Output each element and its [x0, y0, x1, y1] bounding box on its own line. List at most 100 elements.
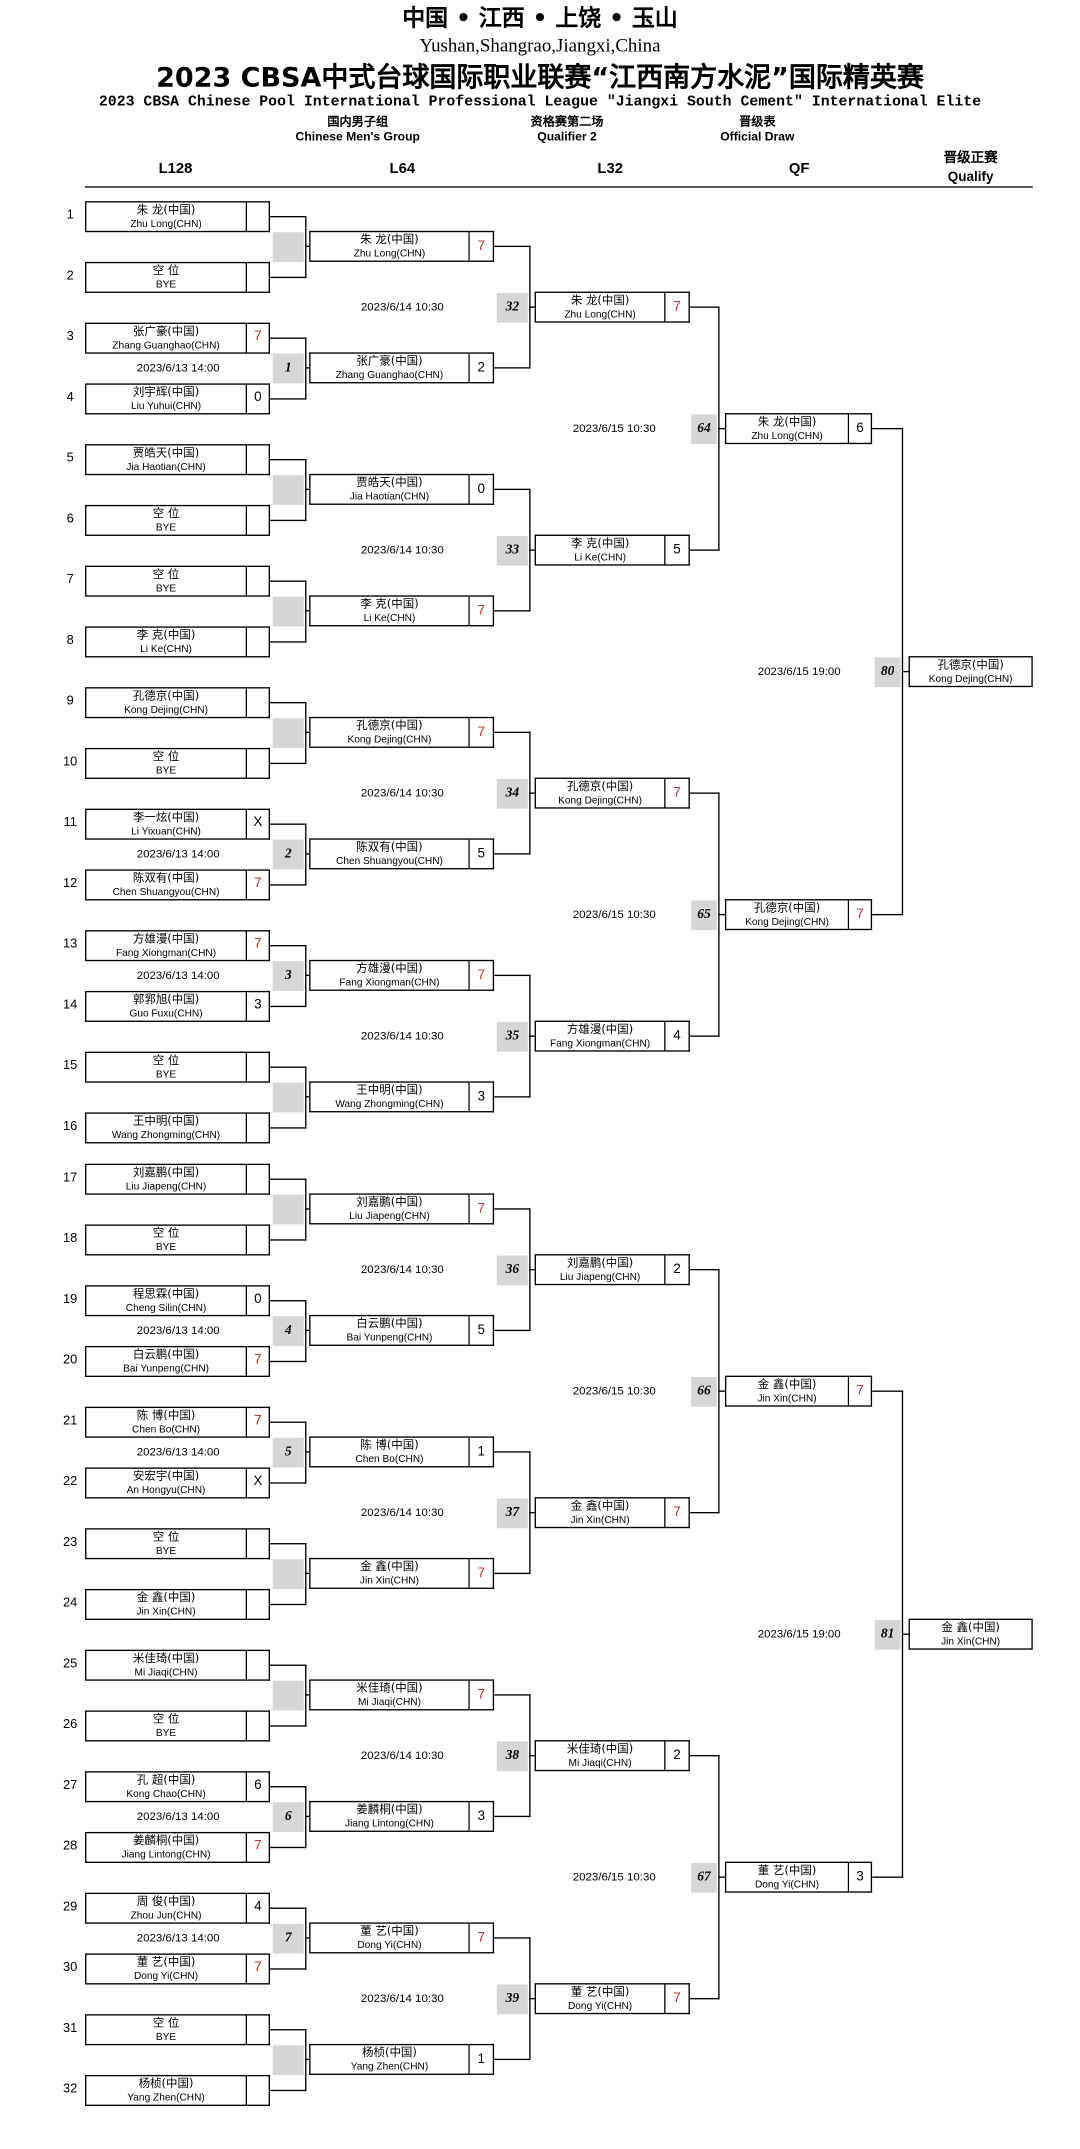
- player-name-en: Jin Xin(CHN): [757, 1391, 817, 1404]
- player-slot: 董 艺(中国)Dong Yi(CHN): [534, 1983, 666, 2015]
- bracket-line: [270, 822, 307, 825]
- player-name-en: Zhu Long(CHN): [751, 429, 823, 442]
- column-header-qualify-en: Qualify: [947, 170, 994, 185]
- column-header-l64: L64: [389, 160, 416, 177]
- player-name-cn: 李 克(中国): [360, 598, 419, 612]
- player-slot: 米佳琦(中国)Mi Jiaqi(CHN): [534, 1740, 666, 1772]
- bracket-line: [494, 1096, 531, 1098]
- draw-label-en: Official Draw: [720, 129, 795, 144]
- player-name-cn: 朱 龙(中国): [570, 294, 630, 308]
- match-number-box: 1: [272, 353, 304, 383]
- player-name-cn: 白云鹏(中国): [356, 1317, 423, 1332]
- draw-position-number: 6: [66, 511, 74, 527]
- draw-position-number: 21: [63, 1413, 78, 1429]
- bracket-line: [494, 1572, 531, 1575]
- player-name-cn: 贾皓天(中国): [132, 446, 200, 460]
- player-slot: 刘嘉鹏(中国)Liu Jiapeng(CHN): [85, 1163, 248, 1195]
- bracket-line: [494, 2058, 531, 2061]
- score-box: X: [247, 1466, 270, 1498]
- draw-position-number: 31: [63, 2020, 78, 2036]
- score-box: [247, 504, 270, 536]
- draw-position-number: 20: [63, 1352, 78, 1368]
- player-name-en: Zhu Long(CHN): [130, 216, 202, 229]
- player-name-en: Mi Jiaqi(CHN): [134, 1665, 198, 1678]
- bracket-line: [529, 1512, 536, 1514]
- player-slot: 王中明(中国)Wang Zhongming(CHN): [85, 1111, 248, 1143]
- match-number-box: [272, 2044, 304, 2075]
- player-name-cn: 陈双有(中国): [132, 871, 200, 885]
- player-name-en: Bai Yunpeng(CHN): [123, 1361, 210, 1374]
- player-slot: 李 克(中国)Li Ke(CHN): [309, 595, 470, 627]
- score-box: 0: [469, 473, 495, 505]
- match-date: 2023/6/15 10:30: [572, 907, 656, 921]
- player-name-cn: 朱 龙(中国): [360, 233, 419, 248]
- score-box: [247, 1709, 270, 1741]
- bracket-line: [270, 1177, 307, 1180]
- bracket-line: [689, 1035, 720, 1037]
- bracket-line: [305, 367, 311, 369]
- player-name-en: Jin Xin(CHN): [570, 1513, 630, 1526]
- bracket-line: [270, 336, 307, 339]
- column-header-qf: QF: [788, 160, 810, 177]
- match-date: 2023/6/14 10:30: [360, 1505, 444, 1519]
- match-date: 2023/6/13 14:00: [136, 360, 220, 374]
- player-name-cn: 陈 博(中国): [136, 1408, 196, 1423]
- bracket-line: [494, 367, 531, 369]
- score-box: [247, 564, 270, 597]
- player-name-cn: 王中明(中国): [356, 1084, 423, 1098]
- match-number-box: 32: [496, 292, 528, 322]
- draw-position-number: 12: [63, 876, 78, 891]
- player-name-cn: 董 艺(中国): [136, 1955, 196, 1969]
- player-name-cn: 米佳琦(中国): [566, 1742, 634, 1757]
- score-box: [247, 1050, 270, 1083]
- score-box: 7: [469, 1679, 495, 1711]
- player-name-cn: 朱 龙(中国): [757, 415, 817, 430]
- bracket-line: [270, 944, 307, 946]
- match-number-box: 38: [496, 1740, 528, 1771]
- bracket-line: [689, 1269, 720, 1271]
- player-name-cn: 米佳琦(中国): [132, 1651, 200, 1666]
- bracket-line: [529, 1269, 536, 1271]
- player-name-cn: 刘宇辉(中国): [132, 385, 200, 399]
- location-cn: 中国 • 江西 • 上饶 • 玉山: [402, 5, 678, 33]
- player-slot: 姜麟桐(中国)Jiang Lintong(CHN): [309, 1800, 470, 1832]
- player-name-cn: 董 艺(中国): [570, 1985, 630, 2000]
- bracket-line: [494, 1329, 531, 1332]
- score-box: [247, 1223, 270, 1255]
- player-name-en: Li Yixuan(CHN): [131, 824, 201, 837]
- draw-position-number: 22: [63, 1474, 78, 1490]
- draw-position-number: 17: [63, 1170, 78, 1186]
- player-name-cn: 空 位: [152, 749, 180, 764]
- bracket-line: [494, 488, 531, 491]
- player-name-cn: 金 鑫(中国): [757, 1378, 817, 1392]
- match-number-box: [272, 1082, 304, 1112]
- bracket-line: [494, 1208, 531, 1210]
- score-box: 2: [469, 352, 495, 384]
- player-name-en: Jia Haotian(CHN): [349, 490, 430, 503]
- score-box: 5: [469, 1314, 495, 1346]
- player-name-en: Fang Xiongman(CHN): [115, 945, 217, 958]
- player-name-en: Kong Dejing(CHN): [558, 793, 642, 806]
- player-name-en: Liu Yuhui(CHN): [130, 398, 202, 412]
- bracket-line: [494, 1937, 531, 1939]
- match-date: 2023/6/14 10:30: [360, 1262, 444, 1276]
- player-name-en: Jia Haotian(CHN): [126, 459, 206, 472]
- player-name-cn: 孔德京(中国): [937, 658, 1004, 673]
- score-box: [247, 2013, 270, 2045]
- column-header-l128: L128: [158, 160, 193, 177]
- draw-position-number: 9: [66, 693, 74, 709]
- match-date: 2023/6/13 14:00: [136, 1809, 220, 1823]
- bracket-line: [689, 1512, 720, 1514]
- match-date: 2023/6/13 14:00: [136, 1444, 220, 1459]
- player-slot: 李 克(中国)Li Ke(CHN): [534, 534, 666, 566]
- player-name-en: BYE: [155, 1725, 177, 1739]
- bracket-line: [270, 1481, 307, 1483]
- player-name-en: Liu Jiapeng(CHN): [559, 1270, 641, 1283]
- match-number-box: [272, 474, 304, 505]
- bracket-line: [270, 2028, 307, 2030]
- player-slot: 米佳琦(中国)Mi Jiaqi(CHN): [85, 1649, 248, 1681]
- draw-position-number: 32: [63, 2081, 78, 2097]
